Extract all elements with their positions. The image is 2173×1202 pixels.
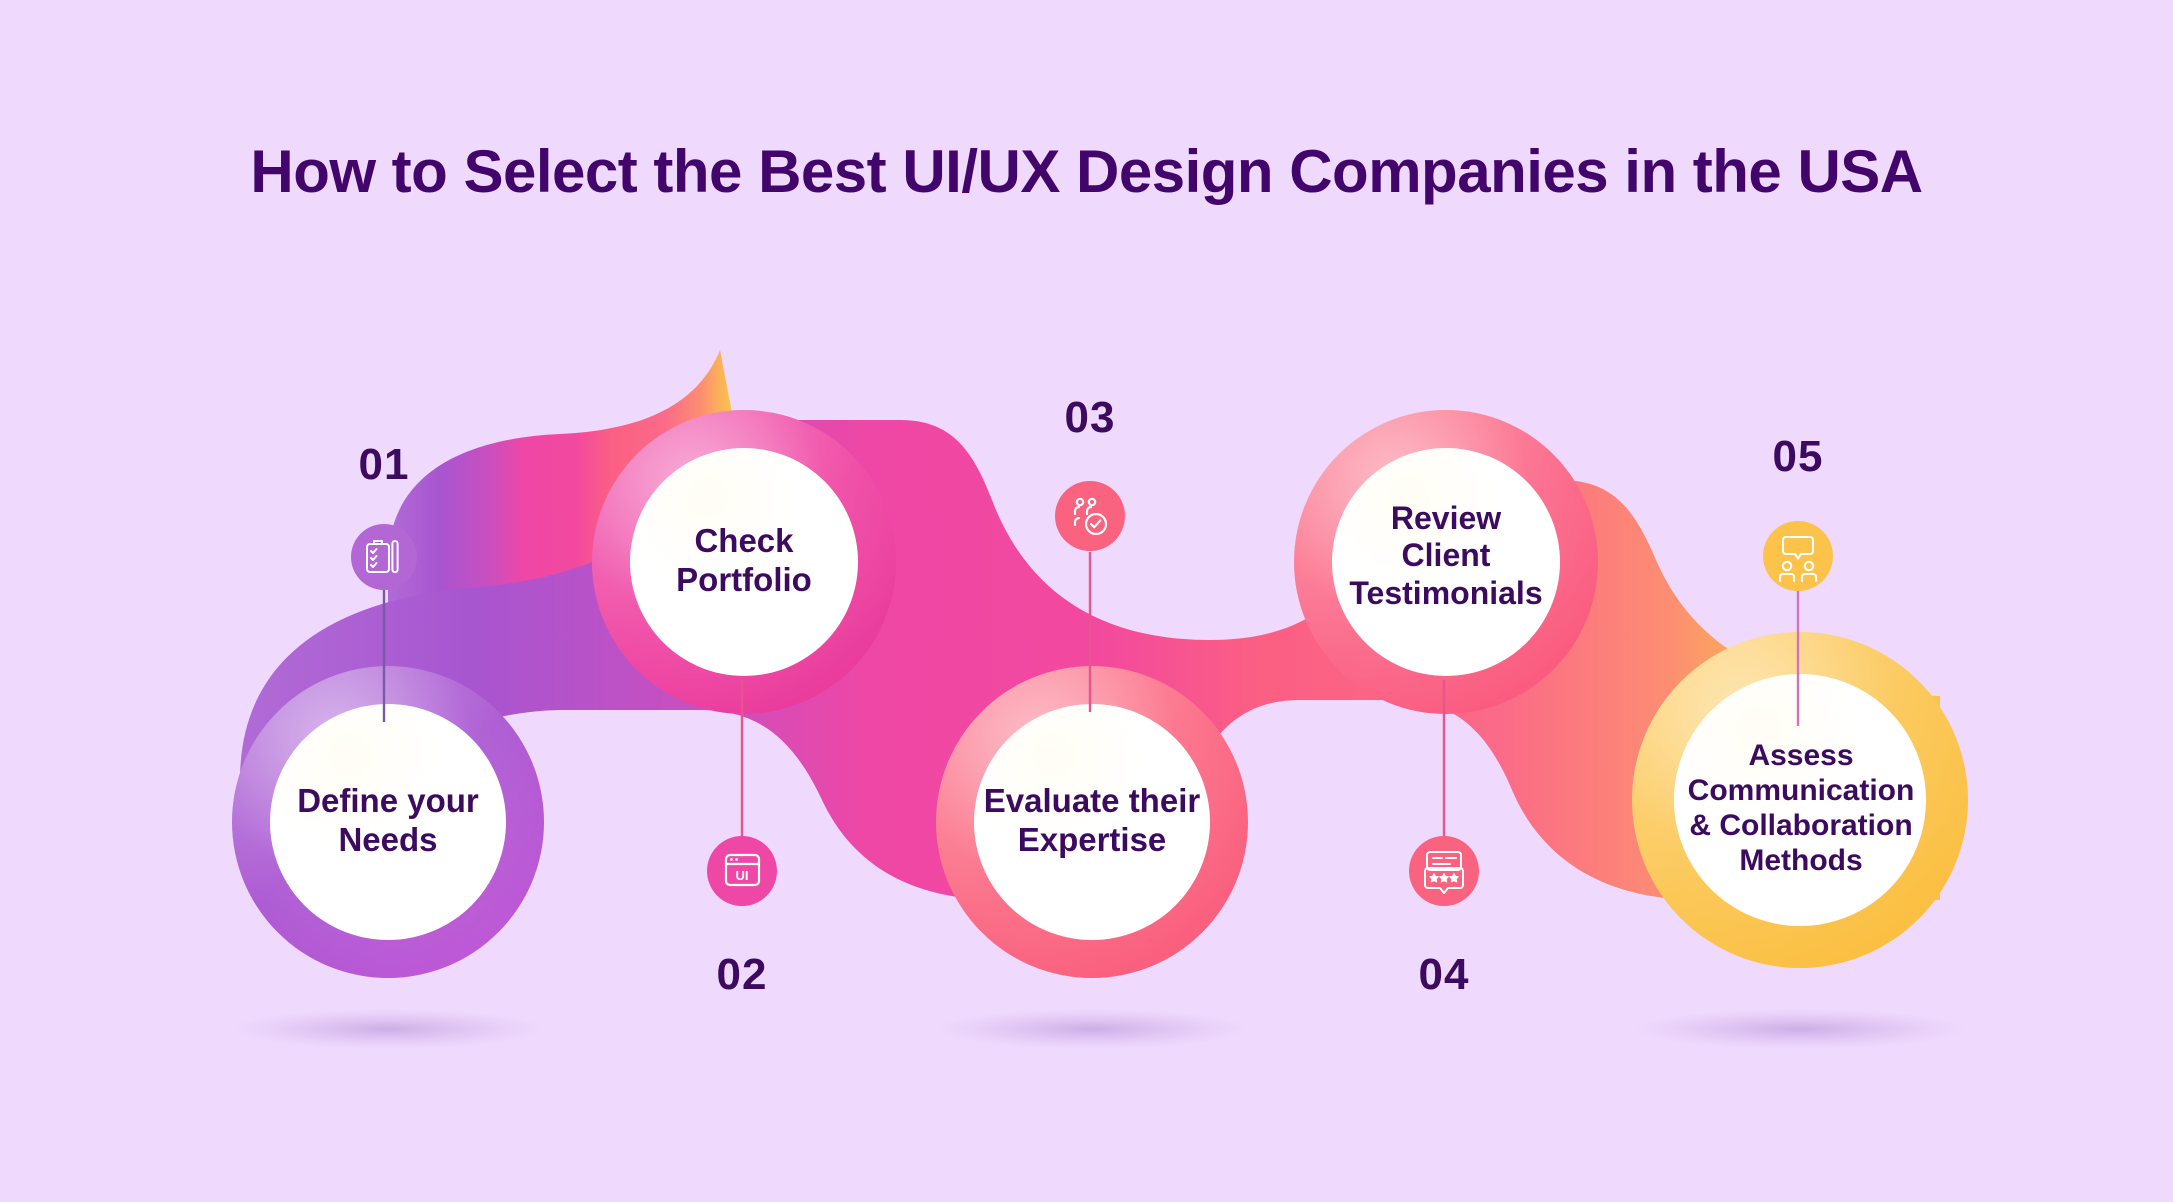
- review-stars-bubble-icon: [1424, 851, 1464, 894]
- step-number-3: 03: [1064, 393, 1116, 442]
- step-label-1: Define your Needs: [297, 782, 479, 858]
- shadow-step-1: [233, 1009, 543, 1049]
- step-badge-4[interactable]: [1409, 836, 1479, 906]
- team-chat-icon: [1778, 535, 1818, 583]
- step-label-5: Assess Communication & Collaboration Met…: [1687, 739, 1915, 878]
- step-number-5: 05: [1772, 432, 1824, 481]
- browser-ui-label: UI: [736, 868, 749, 883]
- users-verified-icon: [1073, 497, 1108, 536]
- step-node-4[interactable]: [1294, 410, 1598, 714]
- clipboard-checklist-icon: [366, 540, 399, 574]
- step-badge-2[interactable]: UI: [707, 836, 777, 906]
- step-label-3: Evaluate their Expertise: [983, 782, 1201, 858]
- step-label-2: Check Portfolio: [676, 522, 812, 598]
- page-title: How to Select the Best UI/UX Design Comp…: [250, 138, 1923, 205]
- step-badge-3[interactable]: [1055, 481, 1125, 551]
- step-label-4: Review Client Testimonials: [1349, 500, 1543, 611]
- step-badge-5[interactable]: [1763, 521, 1833, 591]
- step-node-1[interactable]: [232, 666, 544, 978]
- step-badge-1[interactable]: [351, 524, 417, 590]
- shadow-step-5: [1635, 1009, 1965, 1049]
- step-node-2[interactable]: [592, 410, 896, 714]
- step-node-3[interactable]: [936, 666, 1248, 978]
- step-number-2: 02: [716, 950, 768, 999]
- shadow-step-3: [937, 1009, 1247, 1049]
- browser-ui-window-icon: [724, 853, 761, 887]
- step-number-1: 01: [358, 440, 410, 489]
- step-node-5[interactable]: [1632, 632, 1968, 968]
- step-number-4: 04: [1418, 950, 1470, 999]
